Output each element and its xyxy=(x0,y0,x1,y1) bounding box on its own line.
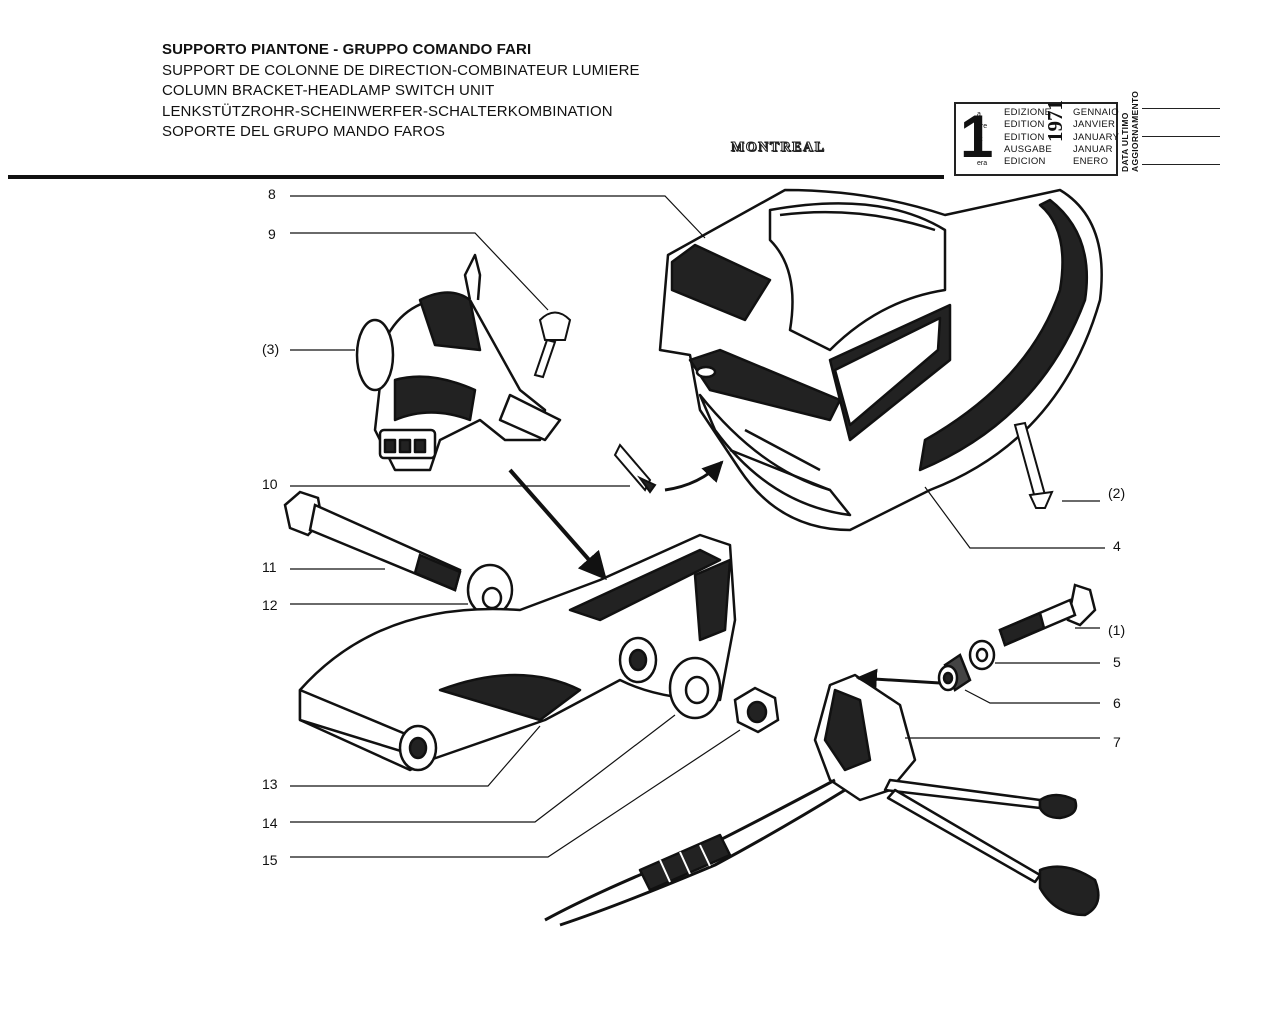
edition-suffix: st xyxy=(977,135,983,143)
arrow-screw-to-cowl xyxy=(664,460,724,492)
edition-label: EDITION xyxy=(1004,131,1045,143)
part-6-spacer xyxy=(937,653,972,692)
part-14-washer xyxy=(668,656,722,720)
edition-suffixes: a ere st . era xyxy=(977,109,987,170)
callout-10: 10 xyxy=(262,476,278,492)
callout-14: 14 xyxy=(262,815,278,831)
edition-label: AUSGABE xyxy=(1004,143,1053,155)
part-15-nut xyxy=(733,686,780,734)
edition-months: GENNAIO JANVIER JANUARY JANUAR ENERO xyxy=(1073,107,1119,168)
edition-month: JANVIER xyxy=(1073,119,1116,131)
header-rule xyxy=(8,175,944,179)
callout-7: 7 xyxy=(1113,734,1121,750)
title-french: SUPPORT DE COLONNE DE DIRECTION-COMBINAT… xyxy=(162,61,640,79)
part-10-screw xyxy=(613,443,657,494)
edition-box: 1 a ere st . era EDIZIONE EDITION EDITIO… xyxy=(954,100,1119,176)
callout-3: (3) xyxy=(262,341,279,357)
edition-labels: EDIZIONE EDITION EDITION AUSGABE EDICION xyxy=(1004,107,1052,168)
title-german: LENKSTÜTZROHR-SCHEINWERFER-SCHALTERKOMBI… xyxy=(162,102,613,120)
model-logo: MONTREAL xyxy=(730,140,826,156)
edition-suffix: ere xyxy=(977,123,988,131)
update-line xyxy=(1142,136,1220,137)
callout-15: 15 xyxy=(262,852,278,868)
part-9-screw xyxy=(533,311,572,379)
callout-13: 13 xyxy=(262,776,278,792)
callout-9: 9 xyxy=(268,226,276,242)
callout-5: 5 xyxy=(1113,654,1121,670)
callout-12: 12 xyxy=(262,597,278,613)
edition-number: 1 xyxy=(960,103,994,170)
part-5-washer xyxy=(968,639,996,671)
edition-month: JANUAR xyxy=(1073,143,1113,155)
part-8-column-cowl xyxy=(658,188,1103,532)
arrow-switch-to-bracket xyxy=(508,468,607,581)
leader-lines xyxy=(290,195,1105,858)
title-english: COLUMN BRACKET-HEADLAMP SWITCH UNIT xyxy=(162,82,495,99)
edition-suffix: a xyxy=(977,111,981,118)
callout-6: 6 xyxy=(1113,695,1121,711)
edition-label: EDIZIONE xyxy=(1004,107,1052,118)
part-12-washer xyxy=(466,563,514,617)
edition-label: EDITION xyxy=(1004,119,1045,131)
title-block: SUPPORTO PIANTONE - GRUPPO COMANDO FARI … xyxy=(162,40,640,143)
callout-2: (2) xyxy=(1108,485,1125,501)
edition-month: GENNAIO xyxy=(1073,107,1119,118)
edition-label: EDICION xyxy=(1004,156,1046,168)
title-italian: SUPPORTO PIANTONE - GRUPPO COMANDO FARI xyxy=(162,41,532,58)
callout-4: 4 xyxy=(1113,538,1121,554)
part-1-screw xyxy=(998,583,1097,647)
arrow-spacer-to-switch xyxy=(855,668,941,690)
callout-1: (1) xyxy=(1108,622,1125,638)
part-2-screw xyxy=(1013,421,1054,509)
title-spanish: SOPORTE DEL GRUPO MANDO FAROS xyxy=(162,123,445,140)
edition-suffix: . xyxy=(977,147,979,155)
edition-month: JANUARY xyxy=(1073,131,1120,143)
callout-11: 11 xyxy=(262,559,277,575)
part-3-ignition-switch xyxy=(355,253,562,472)
update-line xyxy=(1142,164,1220,165)
callout-8: 8 xyxy=(268,186,276,202)
edition-month: ENERO xyxy=(1073,156,1109,168)
edition-suffix: era xyxy=(977,160,988,168)
part-13-bracket-arm xyxy=(298,533,737,772)
part-11-bolt xyxy=(283,490,462,592)
update-line xyxy=(1142,108,1220,109)
part-7-headlamp-switch xyxy=(544,673,1100,927)
